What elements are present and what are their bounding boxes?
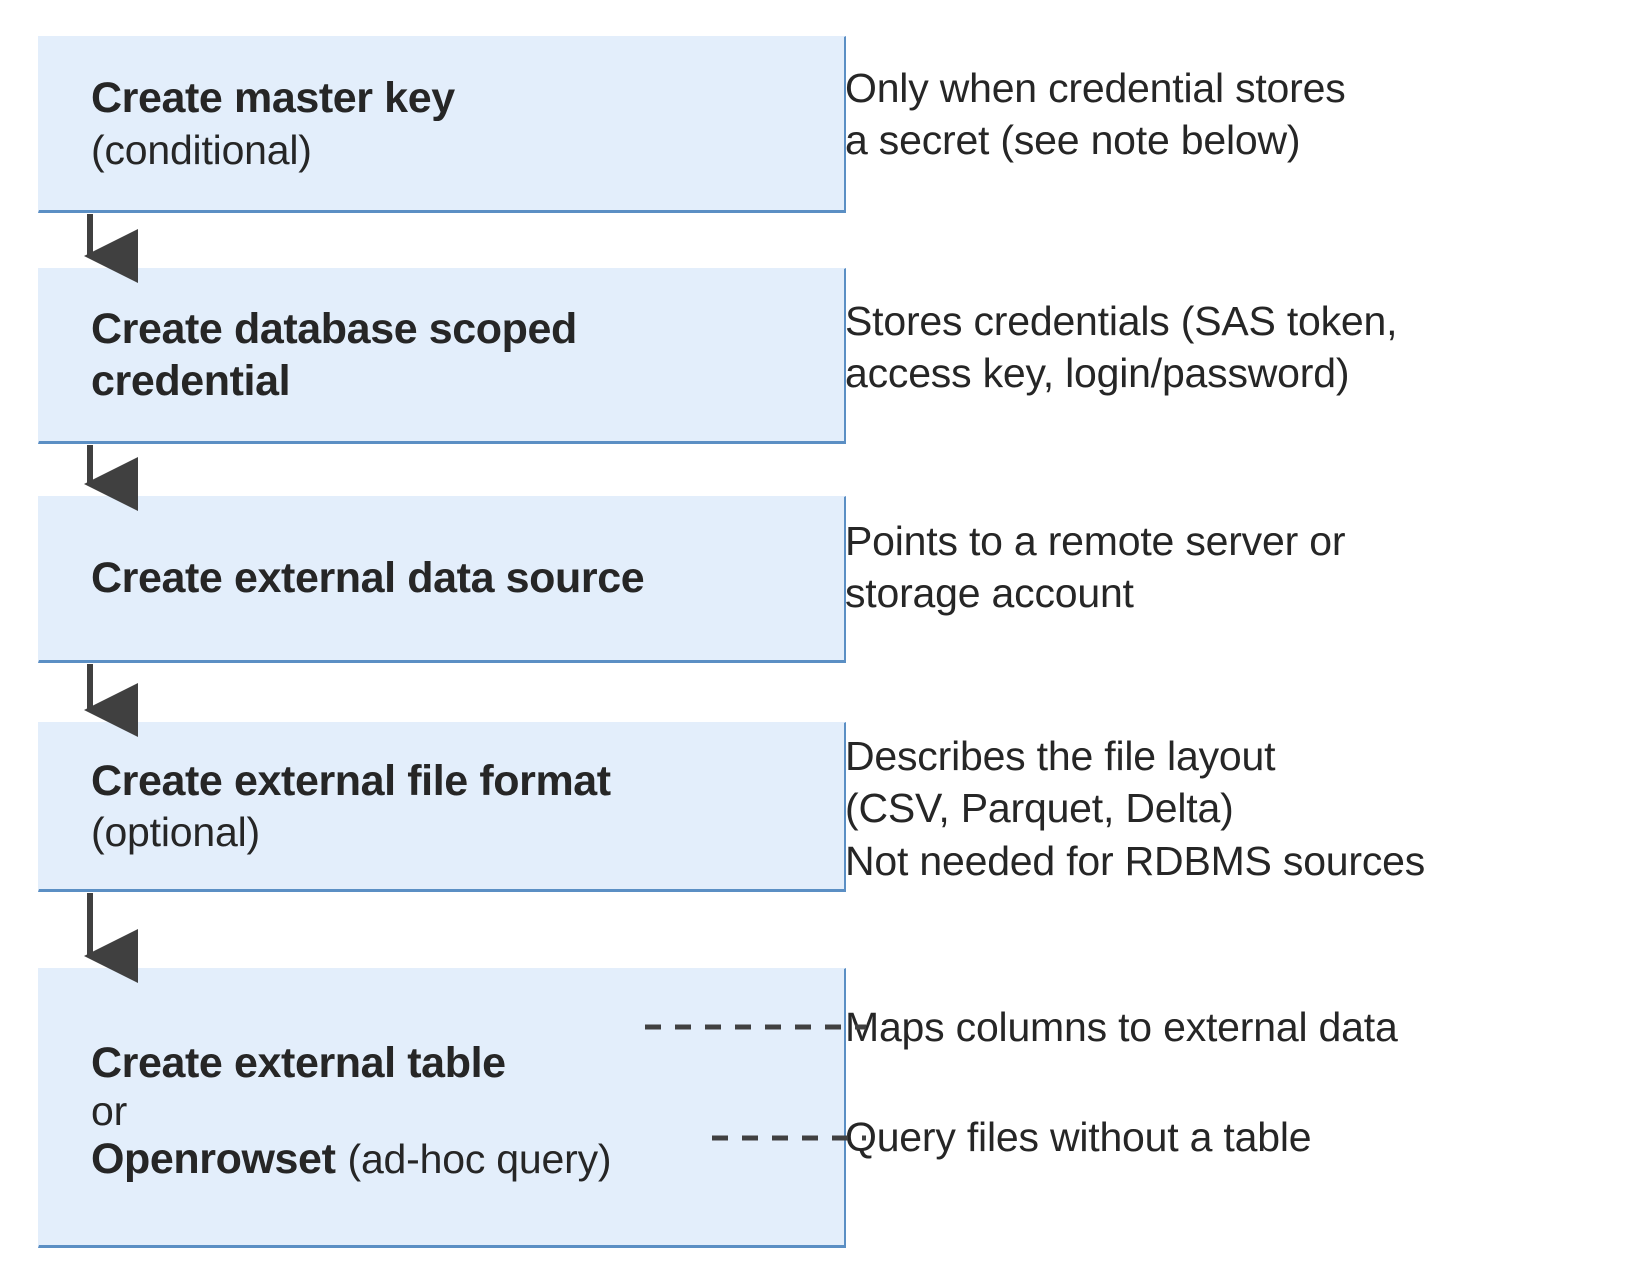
annotation-step-2: Stores credentials (SAS token, access ke…	[845, 295, 1398, 400]
step-box-2-content: Create database scoped credential	[39, 303, 844, 408]
annotation-step-2-line-2: access key, login/password)	[845, 350, 1350, 397]
annotation-step-3: Points to a remote server or storage acc…	[845, 515, 1345, 620]
step-box-1-content: Create master key (conditional)	[39, 72, 844, 174]
annotation-step-4-line-2: (CSV, Parquet, Delta)	[845, 785, 1234, 832]
annotation-step-2-line-1: Stores credentials (SAS token,	[845, 298, 1398, 344]
step-box-4-content: Create external file format (optional)	[39, 755, 844, 857]
annotation-step-4-line-3: Not needed for RDBMS sources	[845, 837, 1426, 884]
step-box-create-external-data-source[interactable]: Create external data source	[38, 496, 846, 663]
step-1-heading: Create master key	[91, 74, 455, 123]
annotation-step-5-option-a-text: Maps columns to external data	[845, 1004, 1398, 1050]
step-4-heading: Create external file format	[91, 756, 611, 805]
annotation-step-4: Describes the file layout (CSV, Parquet,…	[845, 730, 1425, 887]
annotation-step-1: Only when credential stores a secret (se…	[845, 62, 1346, 167]
step-4-subtext: (optional)	[91, 809, 260, 856]
step-box-create-database-scoped-credential[interactable]: Create database scoped credential	[38, 268, 846, 444]
step-3-heading: Create external data source	[91, 554, 645, 603]
step-5-option-b-row: Openrowset (ad-hoc query)	[91, 1135, 834, 1184]
step-box-5-content: Create external table or Openrowset (ad-…	[39, 1031, 844, 1184]
annotation-step-1-line-1: Only when credential stores	[845, 65, 1346, 111]
step-5-option-b-label: Openrowset	[91, 1134, 336, 1183]
annotation-step-4-line-1: Describes the file layout	[845, 733, 1276, 779]
step-box-create-external-table-or-openrowset[interactable]: Create external table or Openrowset (ad-…	[38, 968, 846, 1248]
annotation-step-5-option-b: Query files without a table	[845, 1111, 1312, 1163]
step-box-3-content: Create external data source	[39, 552, 844, 604]
step-box-create-master-key[interactable]: Create master key (conditional)	[38, 36, 846, 213]
step-2-heading-line-1: Create database scoped	[91, 304, 577, 353]
step-2-heading-line-2: credential	[91, 357, 291, 405]
annotation-step-5-option-a: Maps columns to external data	[845, 1001, 1398, 1053]
step-5-separator-label: or	[91, 1087, 128, 1134]
step-5-option-a-row: Create external table	[91, 1039, 834, 1088]
step-1-subtext: (conditional)	[91, 126, 312, 173]
step-5-separator-row: or	[91, 1088, 834, 1135]
annotation-step-3-line-2: storage account	[845, 570, 1134, 617]
step-5-option-a-label: Create external table	[91, 1038, 506, 1087]
step-box-create-external-file-format[interactable]: Create external file format (optional)	[38, 722, 846, 892]
step-5-option-b-qualifier: (ad-hoc query)	[347, 1135, 612, 1182]
annotation-step-1-line-2: a secret (see note below)	[845, 117, 1301, 164]
annotation-step-3-line-1: Points to a remote server or	[845, 518, 1346, 564]
annotation-step-5-option-b-text: Query files without a table	[845, 1114, 1312, 1160]
